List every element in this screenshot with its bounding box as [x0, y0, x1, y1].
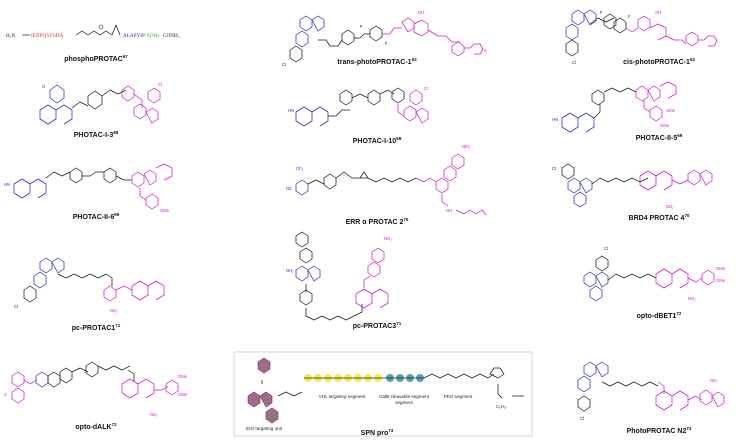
- seq-prefix: H₂N: [6, 33, 16, 39]
- svg-text:OH: OH: [655, 10, 661, 15]
- caption-c6: PHOTAC-II-569: [636, 133, 683, 142]
- svg-text:F: F: [360, 24, 363, 29]
- svg-text:OMe: OMe: [160, 208, 170, 213]
- caption-c9: BRD4 PROTAC 470: [629, 213, 690, 222]
- svg-text:Cl: Cl: [572, 60, 576, 65]
- label-ido: IDO targeting unit: [246, 426, 283, 431]
- svg-text:Cl: Cl: [424, 86, 428, 91]
- structure-brd4-protac-4: Cl NO₂: [552, 163, 713, 209]
- svg-text:Cl: Cl: [580, 416, 584, 421]
- svg-text:CF₃: CF₃: [296, 166, 304, 171]
- svg-text:HN: HN: [4, 182, 10, 187]
- caption-c14: SPN pro73: [361, 428, 394, 437]
- catb-segment: [382, 374, 424, 382]
- seq-green: XD: [146, 33, 154, 39]
- svg-text:OMe: OMe: [716, 278, 726, 283]
- structure-photac-i-3: O Cl: [39, 82, 162, 125]
- caption-c3: cis-photoPROTAC-163: [623, 57, 695, 66]
- seq-suffix: CONH₂: [163, 33, 180, 39]
- svg-text:S: S: [4, 392, 7, 397]
- svg-text:NEt₂: NEt₂: [462, 144, 471, 149]
- label-catb-2: segment: [395, 400, 413, 405]
- caption-c12: opto-dBET172: [637, 311, 682, 320]
- svg-text:Cl: Cl: [158, 82, 162, 87]
- caption-c11: pc-PROTAC371: [353, 321, 402, 330]
- label-chain: C₈H₁₇: [496, 404, 507, 409]
- svg-text:NO₂: NO₂: [150, 412, 158, 417]
- svg-text:NO₂: NO₂: [688, 296, 696, 301]
- seq-green2: Ry: [154, 33, 160, 39]
- caption-c10: pc-PROTAC171: [72, 323, 121, 332]
- label-catb: CatB-cleavable segment: [379, 394, 430, 399]
- caption-c4: PHOTAC-I-368: [74, 130, 119, 139]
- svg-text:F: F: [385, 41, 388, 46]
- label-vhl: VHL targeting segment: [319, 394, 367, 399]
- svg-text:NO₂: NO₂: [110, 308, 118, 313]
- structure-err-protac-2: NC CF₃ NEt₂ NH: [286, 144, 487, 216]
- svg-text:OMe: OMe: [660, 123, 670, 128]
- vhl-segment: [304, 374, 382, 382]
- structure-photoprotac-n2: Cl NO₂: [577, 361, 725, 421]
- caption-c8: ERR α PROTAC 270: [346, 217, 409, 226]
- svg-text:NH₂: NH₂: [286, 268, 294, 273]
- svg-text:OMe: OMe: [666, 108, 676, 113]
- structure-opto-dalk: S OMe OMe NO₂: [4, 361, 188, 417]
- svg-text:OH: OH: [418, 10, 424, 15]
- svg-text:Cl: Cl: [552, 166, 556, 171]
- svg-text:HN: HN: [552, 117, 558, 122]
- structure-opto-dbet1: Cl OMe OMe NO₂: [583, 246, 726, 302]
- seq-red: IENPQYFSDA: [31, 33, 64, 39]
- svg-text:OMe: OMe: [178, 392, 188, 397]
- svg-text:Cl: Cl: [14, 304, 18, 309]
- caption-c1: phosphoPROTAC67: [64, 54, 128, 63]
- svg-text:S: S: [484, 48, 487, 53]
- caption-c7: PHOTAC-II-669: [73, 212, 120, 221]
- caption-c15: PhotoPROTAC N274: [627, 426, 692, 435]
- structure-pc-protac1: Cl NO₂: [14, 257, 165, 313]
- structure-photac-i-10: HN Cl: [288, 86, 429, 127]
- label-peg: PEG segment: [444, 394, 473, 399]
- svg-text:Cl: Cl: [282, 62, 286, 67]
- structure-phosphoprotac: H₂N IENPQYFSDA ALAPYIP XD Ry CONH₂: [6, 24, 180, 39]
- seq-blue: ALAPYIP: [123, 33, 145, 39]
- svg-text:NO₂: NO₂: [710, 378, 718, 383]
- structure-trans-photoprotac: Cl F F OH S: [282, 10, 487, 67]
- structure-cis-photoprotac: Cl F F OH: [565, 9, 718, 65]
- structure-pc-protac3: NH₂ NO₂: [286, 231, 392, 321]
- svg-text:NC: NC: [286, 186, 292, 191]
- svg-text:OMe: OMe: [716, 266, 726, 271]
- svg-text:O: O: [42, 84, 46, 89]
- svg-text:NH: NH: [446, 208, 452, 213]
- spn-frame: [233, 351, 533, 437]
- svg-text:HN: HN: [288, 108, 294, 113]
- svg-text:NO₂: NO₂: [384, 236, 392, 241]
- structure-spn-pro: IDO targeting unit VHL targeting segment…: [233, 351, 533, 437]
- svg-text:F: F: [600, 10, 603, 15]
- svg-text:Cl: Cl: [604, 246, 608, 251]
- structure-photac-ii-6: HN OMe: [4, 163, 173, 213]
- caption-c5: PHOTAC-I-1068: [353, 136, 402, 145]
- structure-photac-ii-5: HN OMe OMe: [552, 81, 677, 133]
- svg-text:OMe: OMe: [178, 374, 188, 379]
- svg-text:F: F: [628, 14, 631, 19]
- caption-c2: trans-photoPROTAC-163: [337, 57, 417, 66]
- caption-c13: opto-dALK72: [75, 422, 117, 431]
- svg-text:NO₂: NO₂: [666, 204, 674, 209]
